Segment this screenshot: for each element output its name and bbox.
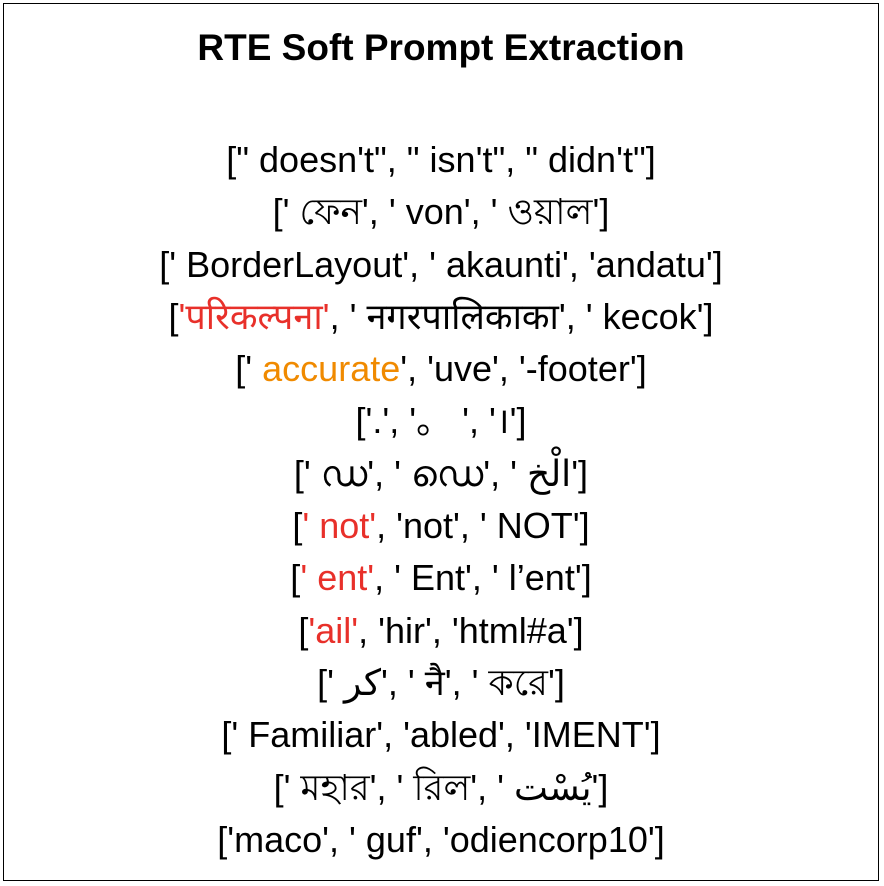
token-line: ['ail', 'hir', 'html#a'] (4, 605, 878, 657)
token-line: [' accurate', 'uve', '-footer'] (4, 343, 878, 395)
figure-frame: RTE Soft Prompt Extraction [" doesn't", … (3, 3, 879, 881)
token-text: [ (290, 557, 301, 599)
token-text: , ' नगरपालिकाका', ' kecok'] (329, 295, 714, 337)
token-line: [' মহার', ' রিল', ' يُسْت'] (4, 762, 878, 814)
token-text: [" doesn't", " isn't", " didn't"] (226, 139, 656, 180)
token-text: [ (168, 295, 179, 337)
token-text: [' ഡ', ' ഡെ', ' الْخ'] (293, 452, 589, 494)
token-line: [' ent', ' Ent', ' l’ent'] (4, 552, 878, 604)
token-text: [' ফেন', ' von', ' ওয়াল'] (272, 191, 610, 233)
token-text: ', 'uve', '-footer'] (400, 348, 647, 390)
token-text: , 'not', ' NOT'] (376, 505, 590, 547)
token-text: , ' Ent', ' l’ent'] (374, 557, 592, 599)
token-list: [" doesn't", " isn't", " didn't"] [' ফেন'… (4, 134, 878, 866)
token-text: [' (235, 348, 253, 390)
highlighted-token: 'ail' (308, 609, 359, 651)
figure-title: RTE Soft Prompt Extraction (197, 27, 685, 68)
token-line: [' not', 'not', ' NOT'] (4, 500, 878, 552)
token-text: [' Familiar', 'abled', 'IMENT'] (221, 714, 661, 756)
token-line: ['.', '。 ', '।'] (4, 395, 878, 447)
token-text: [ (298, 609, 309, 651)
token-line: [' کر', ' नै', ' করে'] (4, 657, 878, 709)
highlighted-token: 'परिकल्पना' (178, 295, 330, 337)
token-line: ['परिकल्पना', ' नगरपालिकाका', ' kecok'] (4, 291, 878, 343)
highlighted-token: ' not' (302, 505, 377, 547)
token-text: ['maco', ' guf', 'odiencorp10'] (217, 818, 665, 860)
token-line: [" doesn't", " isn't", " didn't"] (4, 134, 878, 186)
highlighted-token: accurate (252, 348, 401, 390)
token-text: [' মহার', ' রিল', ' يُسْت'] (273, 766, 609, 808)
token-text: [' کر', ' नै', ' করে'] (317, 661, 565, 703)
token-text: , 'hir', 'html#a'] (358, 609, 584, 651)
token-line: [' BorderLayout', ' akaunti', 'andatu'] (4, 239, 878, 291)
token-text: [ (292, 505, 303, 547)
token-text: ['.', '。 ', '।'] (355, 400, 527, 442)
highlighted-token: ' ent' (300, 557, 375, 599)
token-text: [' BorderLayout', ' akaunti', 'andatu'] (159, 243, 723, 285)
token-line: [' ഡ', ' ഡെ', ' الْخ'] (4, 448, 878, 500)
token-line: [' ফেন', ' von', ' ওয়াল'] (4, 186, 878, 238)
token-line: [' Familiar', 'abled', 'IMENT'] (4, 709, 878, 761)
token-line: ['maco', ' guf', 'odiencorp10'] (4, 814, 878, 866)
